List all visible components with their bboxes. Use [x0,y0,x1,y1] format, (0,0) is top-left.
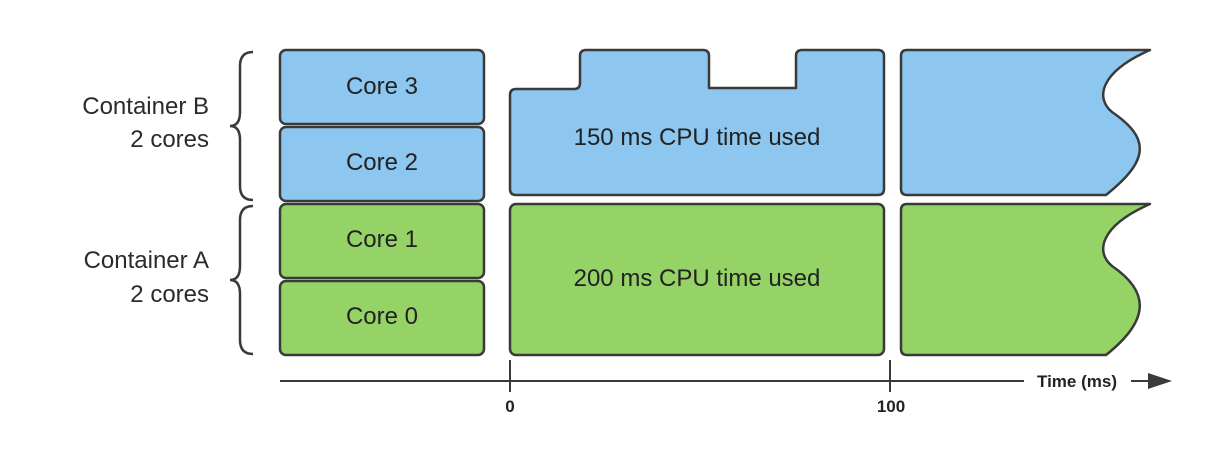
core-3-label: Core 3 [346,73,418,100]
tick-0-label: 0 [505,397,514,416]
core-1-label: Core 1 [346,226,418,253]
core-0-label: Core 0 [346,303,418,330]
container-b-usage-region [508,48,886,197]
tick-100-label: 100 [877,397,905,416]
container-b-usage-label: 150 ms CPU time used [574,124,821,151]
container-b-name: Container B [82,93,209,120]
core-2-label: Core 2 [346,149,418,176]
container-b-continuation-region [899,48,1152,197]
container-a-brace [229,204,254,356]
container-a-cores: 2 cores [130,281,209,308]
container-b-cores: 2 cores [130,126,209,153]
core-3-box [278,48,486,126]
container-a-usage-region [508,202,886,357]
core-2-box [278,125,486,203]
container-a-name: Container A [84,247,209,274]
core-1-box [278,202,486,280]
core-0-box [278,279,486,357]
time-axis-label: Time (ms) [1037,372,1117,391]
container-a-continuation-region [899,202,1152,357]
container-b-brace [229,50,254,202]
time-axis-arrowhead [1148,373,1172,389]
container-a-usage-label: 200 ms CPU time used [574,265,821,292]
